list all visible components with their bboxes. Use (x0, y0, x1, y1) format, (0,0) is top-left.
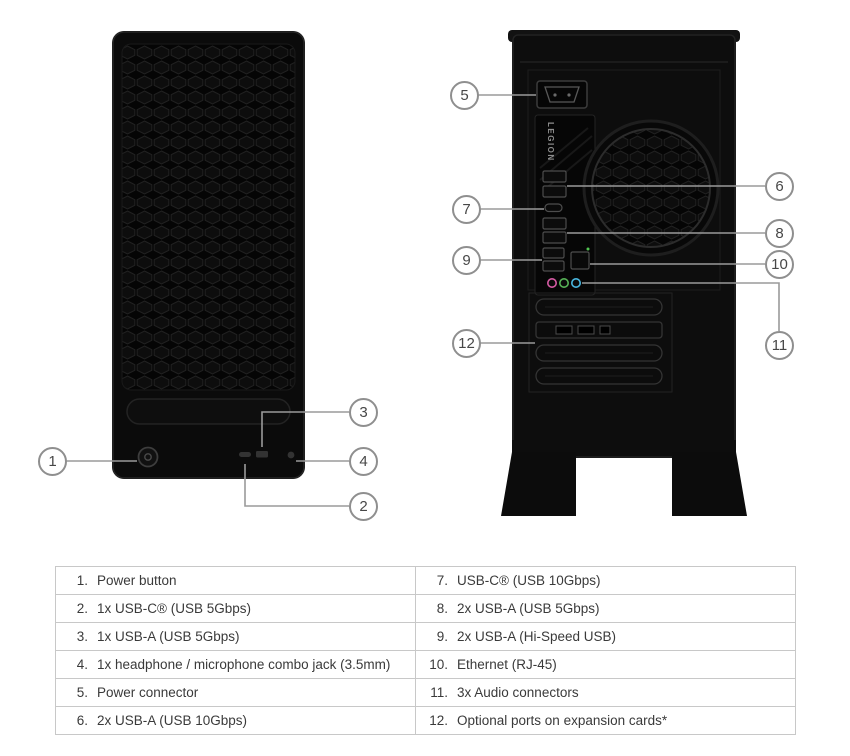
legend-item-4: 4. 1x headphone / microphone combo jack (… (55, 650, 416, 679)
rear-usb-c-port (544, 203, 563, 213)
legend-item-number: 6. (76, 713, 88, 728)
front-usb-c-port (239, 452, 251, 457)
legend-item-label: 1x headphone / microphone combo jack (3.… (97, 657, 391, 672)
legend-item-7: 7. USB-C® (USB 10Gbps) (415, 566, 796, 595)
rear-usb-a-10g-ports (542, 170, 567, 198)
legend-item-label: 2x USB-A (Hi-Speed USB) (457, 629, 617, 644)
legend-item-label: 2x USB-A (USB 10Gbps) (97, 713, 248, 728)
legend-item-2: 2. 1x USB-C® (USB 5Gbps) (55, 594, 416, 623)
legend-item-label: Ethernet (RJ-45) (457, 657, 557, 672)
legend-item-label: 1x USB-C® (USB 5Gbps) (97, 601, 251, 616)
ethernet-port (570, 247, 590, 270)
rear-tower: LEGION (501, 30, 747, 516)
legend-item-3: 3. 1x USB-A (USB 5Gbps) (55, 622, 416, 651)
callout-12: 12 (452, 329, 481, 358)
rear-io-panel: LEGION (534, 114, 596, 296)
legend-item-label: 2x USB-A (USB 5Gbps) (457, 601, 600, 616)
legend-row-1: 1. Power button 7. USB-C® (USB 10Gbps) (55, 566, 796, 595)
callout-4: 4 (349, 447, 378, 476)
power-connector (536, 80, 588, 109)
legend-item-number: 8. (436, 601, 448, 616)
callout-5: 5 (450, 81, 479, 110)
legend-row-2: 2. 1x USB-C® (USB 5Gbps) 8. 2x USB-A (USB … (55, 594, 796, 623)
legend-item-number: 2. (76, 601, 88, 616)
legend-item-5: 5. Power connector (55, 678, 416, 707)
legend-item-label: 3x Audio connectors (457, 685, 579, 700)
power-button (137, 446, 159, 468)
legend-item-label: 1x USB-A (USB 5Gbps) (97, 629, 240, 644)
legend-item-number: 10. (429, 657, 448, 672)
callout-line-3 (261, 411, 349, 447)
legend-row-4: 4. 1x headphone / microphone combo jack (… (55, 650, 796, 679)
callout-line-2 (244, 464, 349, 507)
legend-item-11: 11. 3x Audio connectors (415, 678, 796, 707)
rear-usb-a-hispeed-ports (542, 247, 565, 272)
legend-row-6: 6. 2x USB-A (USB 10Gbps) 12. Optional port… (55, 706, 796, 735)
tower-feet (501, 440, 747, 516)
legend-row-5: 5. Power connector 11. 3x Audio connectors (55, 678, 796, 707)
legend-item-1: 1. Power button (55, 566, 416, 595)
legend-item-number: 3. (76, 629, 88, 644)
legend-item-number: 12. (429, 713, 448, 728)
ports-illustration: LEGION (38, 30, 794, 521)
legend-item-label: USB-C® (USB 10Gbps) (457, 573, 601, 588)
callout-line-11 (582, 282, 780, 331)
legend-item-10: 10. Ethernet (RJ-45) (415, 650, 796, 679)
legend-item-9: 9. 2x USB-A (Hi-Speed USB) (415, 622, 796, 651)
callout-1: 1 (38, 447, 67, 476)
cooling-fan-grille (582, 119, 720, 257)
legend-item-label: Optional ports on expansion cards* (457, 713, 668, 728)
callout-2: 2 (349, 492, 378, 521)
audio-jacks (546, 277, 581, 288)
callout-11: 11 (765, 331, 794, 360)
callout-lines (66, 94, 780, 507)
expansion-slots (528, 292, 673, 393)
legend-item-6: 6. 2x USB-A (USB 10Gbps) (55, 706, 416, 735)
callout-3: 3 (349, 398, 378, 427)
legend-item-label: Power button (97, 573, 177, 588)
rear-brand-label: LEGION (546, 122, 555, 162)
legend-item-number: 5. (76, 685, 88, 700)
ports-legend-table: 1. Power button 7. USB-C® (USB 10Gbps) 2. 1… (55, 566, 796, 735)
callout-6: 6 (765, 172, 794, 201)
callout-8: 8 (765, 219, 794, 248)
front-tower (112, 31, 305, 479)
callout-10: 10 (765, 250, 794, 279)
front-usb-a-port (256, 451, 268, 458)
front-headphone-jack (287, 451, 295, 459)
front-mesh-panel (121, 43, 296, 391)
towers-drawing: LEGION (66, 30, 780, 516)
legend-item-number: 1. (76, 573, 88, 588)
legend-item-label: Power connector (97, 685, 199, 700)
legend-item-number: 7. (436, 573, 448, 588)
legend-item-number: 11. (430, 685, 448, 700)
legend-item-number: 4. (76, 657, 88, 672)
legend-item-8: 8. 2x USB-A (USB 5Gbps) (415, 594, 796, 623)
legend-row-3: 3. 1x USB-A (USB 5Gbps) 9. 2x USB-A (Hi-Sp… (55, 622, 796, 651)
callout-7: 7 (452, 195, 481, 224)
rear-usb-a-5g-ports (542, 217, 567, 244)
legend-item-12: 12. Optional ports on expansion cards* (415, 706, 796, 735)
callout-9: 9 (452, 246, 481, 275)
legend-item-number: 9. (436, 629, 448, 644)
